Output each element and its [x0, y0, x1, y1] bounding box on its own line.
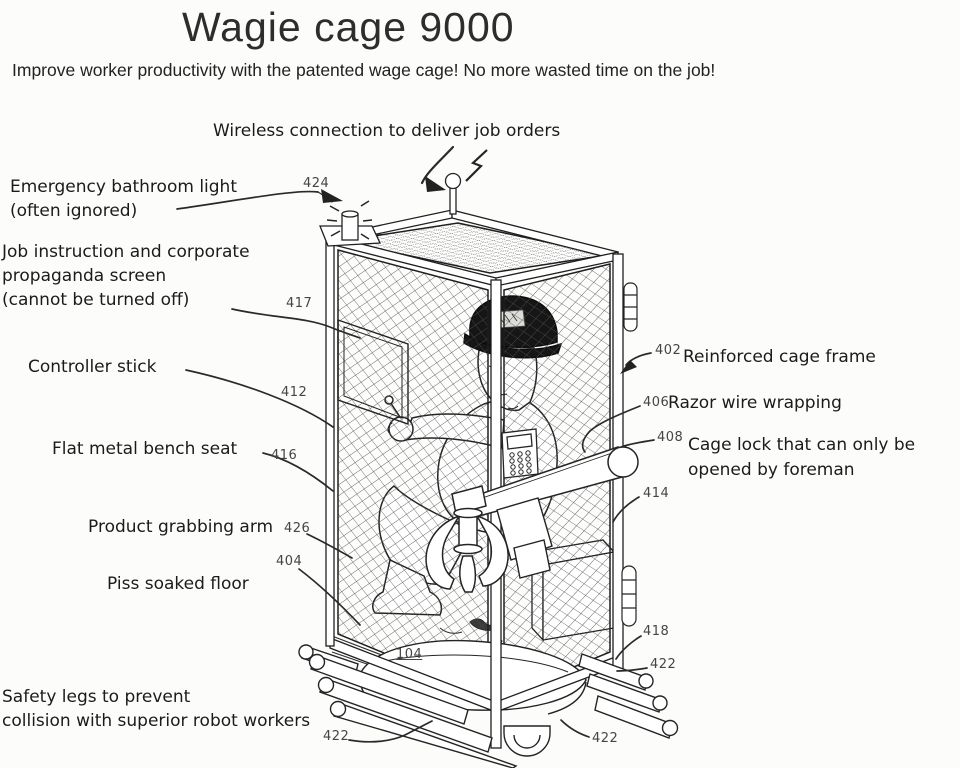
leader-wireless [420, 145, 455, 185]
ref-418: 418 [643, 624, 670, 639]
leader-418 [615, 635, 642, 660]
wireless-antenna [444, 149, 488, 215]
callout-safety-legs: Safety legs to prevent collision with su… [2, 687, 311, 731]
ref-406: 406 [643, 395, 670, 410]
leader-422-upper [616, 667, 648, 672]
keypad-buttons [509, 450, 532, 476]
ref-417: 417 [286, 296, 313, 311]
leader-lock [620, 439, 655, 448]
arrowhead-frame [620, 360, 637, 374]
leader-414 [612, 496, 640, 523]
callout-cage-frame: Reinforced cage frame [683, 347, 876, 367]
ref-422-left: 422 [323, 729, 350, 744]
ref-408: 408 [657, 430, 684, 445]
arrowhead-bathroom-light [321, 189, 343, 203]
signal-bolt-icon [465, 149, 488, 182]
ref-416: 416 [271, 448, 298, 463]
page-title: Wagie cage 9000 [182, 4, 515, 50]
ref-426: 426 [284, 521, 311, 536]
leader-razor [581, 405, 641, 453]
callout-cage-lock: Cage lock that can only be opened by for… [688, 435, 916, 480]
leader-bench [262, 452, 334, 492]
ref-404: 404 [276, 554, 303, 569]
page-subtitle: Improve worker productivity with the pat… [12, 60, 716, 80]
ref-104: 104 [396, 647, 423, 662]
hinge-stacks [621, 282, 638, 627]
claw-finger-right [475, 514, 509, 587]
ref-412: 412 [281, 385, 308, 400]
lock-cylinder-end [607, 446, 639, 478]
callout-floor: Piss soaked floor [107, 574, 249, 594]
keypad-lock [501, 428, 539, 479]
hinge-lower [621, 565, 637, 627]
callout-grabbing-arm: Product grabbing arm [88, 517, 274, 537]
ref-424: 424 [303, 176, 330, 191]
light-rays [326, 200, 373, 240]
ref-414: 414 [643, 486, 670, 501]
leader-legs-left [348, 720, 433, 743]
cage-mesh [329, 213, 619, 708]
left-post [325, 237, 335, 647]
ref-402: 402 [655, 343, 682, 358]
arm-bracket [496, 497, 553, 579]
grabbing-claw [425, 485, 509, 593]
callout-razor-wire: Razor wire wrapping [668, 393, 842, 413]
keypad-display [506, 433, 533, 450]
leader-bathroom-light [176, 190, 319, 210]
leader-422-lower [560, 719, 590, 738]
claw-finger-left [425, 514, 461, 590]
callout-bench-seat: Flat metal bench seat [52, 439, 238, 459]
leader-floor [298, 568, 361, 626]
callout-controller-stick: Controller stick [28, 357, 157, 377]
callout-wireless: Wireless connection to deliver job order… [213, 121, 561, 141]
leader-frame [625, 352, 652, 366]
arrowhead-wireless [425, 176, 446, 192]
claw-finger-center [459, 555, 477, 593]
leader-controller [185, 369, 334, 428]
safety-legs-right [578, 653, 679, 739]
safety-legs-left [298, 644, 518, 768]
leader-lines [176, 145, 655, 743]
callout-propaganda-screen: Job instruction and corporate propaganda… [2, 242, 250, 310]
callout-bathroom-light: Emergency bathroom light (often ignored) [10, 177, 237, 221]
ref-422-right-lower: 422 [592, 731, 619, 746]
leader-grab-arm [306, 533, 353, 559]
leader-screen [231, 308, 361, 339]
drive-wheel [503, 725, 551, 757]
leader-arrowheads [321, 176, 637, 374]
propaganda-screen [337, 319, 409, 425]
emergency-light [326, 200, 373, 241]
ref-422-right-upper: 422 [650, 657, 677, 672]
